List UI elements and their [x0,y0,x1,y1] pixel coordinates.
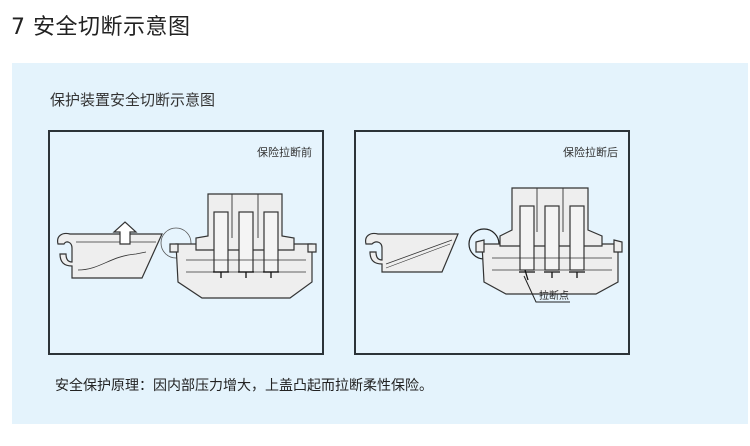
section-title: 7 安全切断示意图 [11,15,191,40]
up-arrow-icon [112,221,138,245]
terminals-after [519,269,585,281]
device-body-before [169,193,317,299]
capacitor-diagram-after [365,187,623,303]
break-point-label: 拉断点 [539,291,569,302]
lid-detail-before [57,232,163,279]
callout-leader [523,275,570,303]
figure-label-after: 保险拉断后 [563,146,618,159]
highlight-circle [160,227,192,259]
figure-label-before: 保险拉断前 [257,146,312,159]
device-body-after [475,187,623,295]
panel-title: 保护装置安全切断示意图 [50,91,216,109]
figure-before: 保险拉断前 [48,130,324,355]
capacitor-diagram-before [57,193,317,299]
lid-detail-after [365,232,459,273]
principle-caption: 安全保护原理：因内部压力增大，上盖凸起而拉断柔性保险。 [55,378,433,394]
figure-after: 保险拉断后 拉断点 [354,130,630,355]
terminals-before [213,271,279,278]
